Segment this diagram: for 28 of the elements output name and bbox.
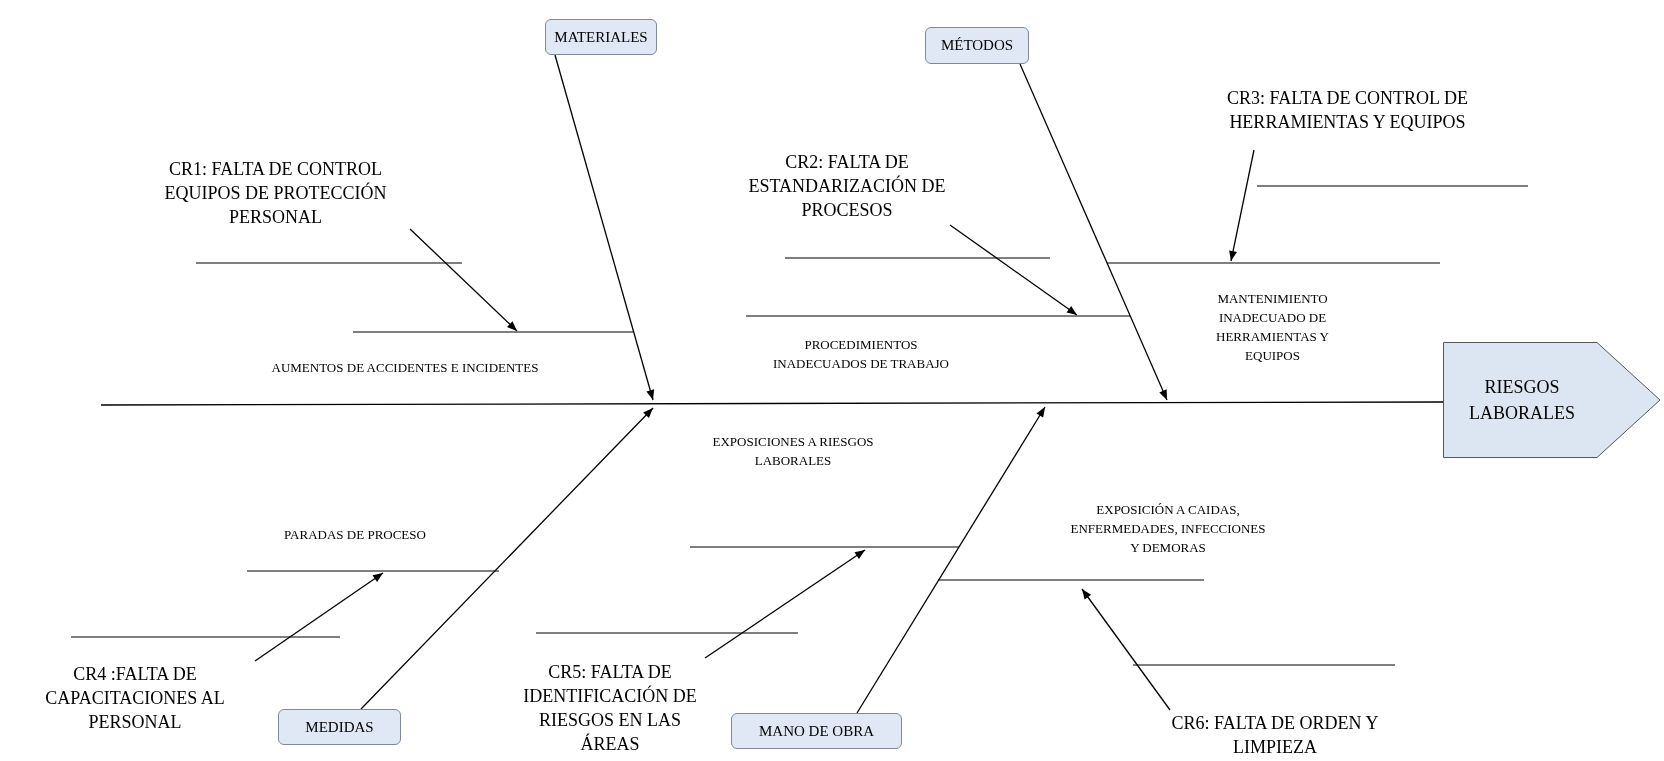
cause-label: CR6: FALTA DE ORDEN Y LIMPIEZA bbox=[1160, 710, 1390, 760]
effect-label: EXPOSICIÓN A CAIDAS, ENFERMEDADES, INFECCIONES Y DEMORAS bbox=[1069, 501, 1267, 557]
category-box: MEDIDAS bbox=[278, 709, 401, 745]
cause-label: CR4 :FALTA DE CAPACITACIONES AL PERSONAL bbox=[10, 661, 260, 735]
spine-line bbox=[100, 401, 1444, 406]
effect-label: EXPOSICIONES A RIESGOS LABORALES bbox=[711, 433, 875, 470]
arrow bbox=[360, 407, 654, 710]
cause-label: CR1: FALTA DE CONTROL EQUIPOS DE PROTECCIÓN PERSONAL bbox=[133, 157, 418, 229]
arrow bbox=[409, 228, 518, 332]
category-box: MANO DE OBRA bbox=[731, 713, 902, 749]
cause-label: CR5: FALTA DE IDENTIFICACIÓN DE RIESGOS EN LAS ÁREAS bbox=[510, 658, 710, 758]
effect-label: PARADAS DE PROCESO bbox=[283, 526, 427, 544]
effect-pentagon: RIESGOS LABORALES bbox=[1443, 342, 1661, 458]
arrow bbox=[1019, 63, 1168, 401]
arrow bbox=[554, 54, 655, 401]
effect-label: MANTENIMIENTO INADECUADO DE HERRAMIENTAS Y EQUIPOS bbox=[1215, 290, 1330, 365]
effect-label: PROCEDIMIENTOS INADECUADOS DE TRABAJO bbox=[772, 336, 950, 373]
cause-label: CR2: FALTA DE ESTANDARIZACIÓN DE PROCESOS bbox=[738, 147, 956, 225]
arrow bbox=[1229, 149, 1255, 262]
arrow bbox=[1081, 588, 1171, 711]
arrow bbox=[704, 549, 866, 659]
cause-label: CR3: FALTA DE CONTROL DE HERRAMIENTAS Y EQUIPOS bbox=[1225, 70, 1470, 150]
arrow bbox=[856, 406, 1046, 714]
category-box: MÉTODOS bbox=[925, 27, 1029, 64]
arrow bbox=[949, 224, 1078, 316]
effect-label: AUMENTOS DE ACCIDENTES E INCIDENTES bbox=[270, 359, 540, 377]
category-box: MATERIALES bbox=[545, 19, 657, 55]
arrow bbox=[254, 572, 384, 662]
